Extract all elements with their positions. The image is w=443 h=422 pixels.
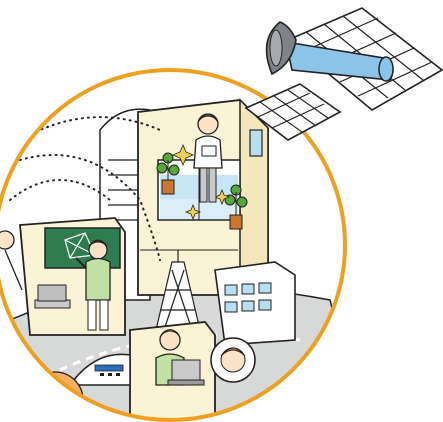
satellite	[244, 7, 443, 141]
plant-left	[156, 152, 180, 195]
orange-circle-frame	[0, 68, 347, 422]
solar-panel-lower	[244, 83, 342, 141]
plant-right	[224, 184, 248, 230]
laptop-icon	[171, 359, 201, 381]
train	[68, 353, 131, 386]
small-office-building	[214, 261, 296, 346]
presenter-person	[193, 113, 223, 203]
speech-bubble-face	[210, 337, 256, 383]
left-figure	[0, 230, 23, 291]
classroom-box	[19, 217, 126, 336]
sparkle-icons	[171, 143, 231, 221]
city-tower	[155, 250, 201, 331]
student-box	[129, 321, 216, 420]
